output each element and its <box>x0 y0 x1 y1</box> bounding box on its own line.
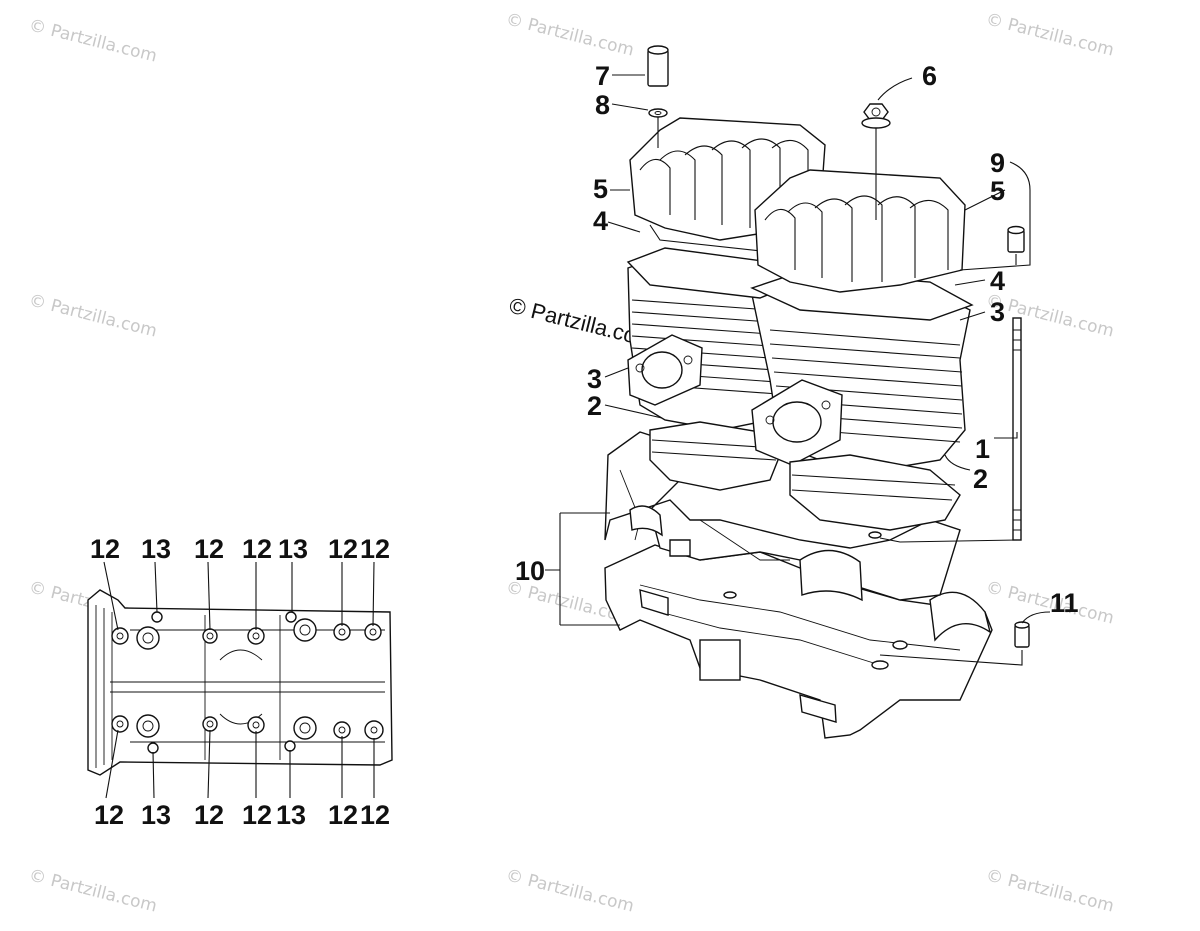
label-12-bottom-1: 12 <box>94 800 124 830</box>
crankcase-lower-icon <box>604 544 993 739</box>
label-12-bottom-4: 12 <box>242 800 272 830</box>
label-3-right: 3 <box>990 297 1005 327</box>
label-12-bottom-3: 12 <box>194 800 224 830</box>
watermark-bottom-left: © Partzilla.com <box>27 865 159 916</box>
label-5-right: 5 <box>990 176 1005 206</box>
label-6: 6 <box>922 61 937 91</box>
label-13-bottom-2: 13 <box>141 800 171 830</box>
label-1: 1 <box>975 434 990 464</box>
watermark-bottom-center: © Partzilla.com <box>504 865 636 916</box>
label-12-bottom-7: 12 <box>360 800 390 830</box>
engine-cylinder-assembly-icon: 7 8 6 9 5 5 4 4 3 3 2 1 2 10 11 <box>515 45 1079 739</box>
watermark-top-right: © Partzilla.com <box>984 9 1116 60</box>
label-12-top-3: 12 <box>194 534 224 564</box>
dowel-pin-icon <box>1007 225 1025 253</box>
watermark-top-center: © Partzilla.com <box>504 9 636 60</box>
label-13-top-5: 13 <box>278 534 308 564</box>
label-3-left: 3 <box>587 364 602 394</box>
stud-icon <box>1012 317 1022 541</box>
label-2-right: 2 <box>973 464 988 494</box>
label-4-right: 4 <box>990 266 1005 296</box>
part-number-labels: 7 8 6 9 5 5 4 4 3 3 2 1 2 10 11 <box>515 61 1079 618</box>
watermark-top-left: © Partzilla.com <box>27 15 159 66</box>
label-12-top-6: 12 <box>328 534 358 564</box>
dowel-11-icon <box>1014 621 1030 648</box>
watermark-mid-left: © Partzilla.com <box>27 290 159 341</box>
label-10: 10 <box>515 556 545 586</box>
cylinder-left-icon <box>627 254 791 491</box>
label-7: 7 <box>595 61 610 91</box>
bottom-view-leaders <box>103 561 375 799</box>
label-13-top-2: 13 <box>141 534 171 564</box>
label-8: 8 <box>595 90 610 120</box>
label-4-left: 4 <box>593 206 608 236</box>
watermark-bottom-right: © Partzilla.com <box>984 865 1116 916</box>
label-12-top-7: 12 <box>360 534 390 564</box>
label-9: 9 <box>990 148 1005 178</box>
cylinder-head-right-icon <box>754 169 966 293</box>
label-13-bottom-5: 13 <box>276 800 306 830</box>
spacer-washer-icon <box>647 45 669 118</box>
label-12-bottom-6: 12 <box>328 800 358 830</box>
label-12-top-1: 12 <box>90 534 120 564</box>
label-12-top-4: 12 <box>242 534 272 564</box>
leader-lines <box>545 74 1051 666</box>
label-5-left: 5 <box>593 174 608 204</box>
crankcase-bottom-view-icon: 12 13 12 12 13 12 12 12 13 12 12 13 12 1… <box>87 534 393 830</box>
flange-nut-icon <box>861 103 891 129</box>
cylinder-right-icon <box>751 277 971 539</box>
label-2-left: 2 <box>587 391 602 421</box>
bottom-view-labels: 12 13 12 12 13 12 12 12 13 12 12 13 12 1… <box>90 534 390 830</box>
crankcase-upper-icon <box>604 431 961 602</box>
label-11: 11 <box>1050 588 1079 618</box>
